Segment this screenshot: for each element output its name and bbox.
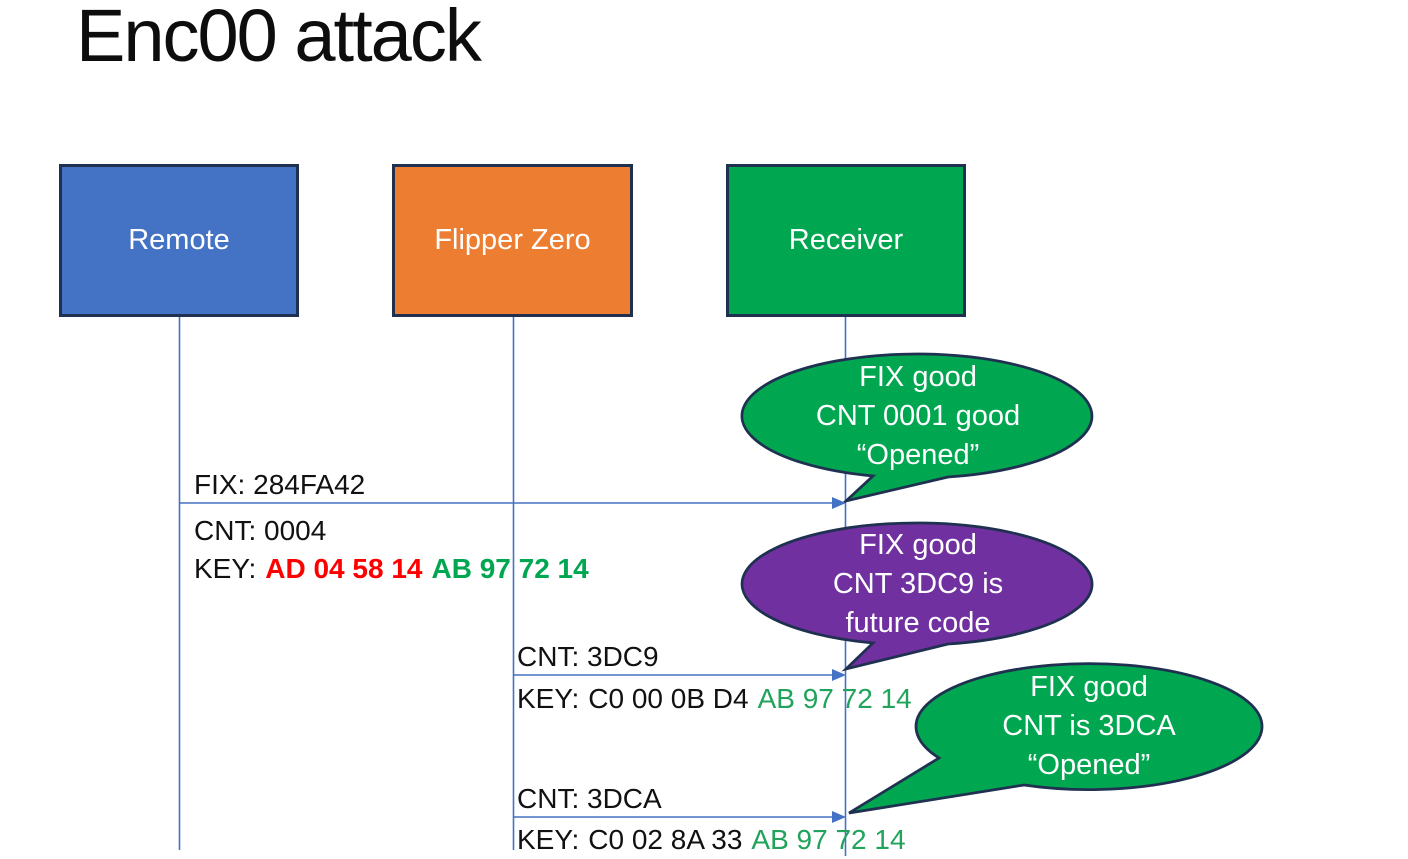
message3-cnt-text: CNT: 3DCA [517,783,662,815]
slide-title: Enc00 attack [76,0,482,77]
bubble3-line2: CNT is 3DCA [1002,710,1176,742]
cnt-value: CNT: 0004 [194,515,327,546]
message2-key-text: KEY: C0 00 0B D4 AB 97 72 14 [517,683,912,715]
actor-box-receiver: Receiver [726,164,966,317]
message1-cnt-text: CNT: 0004 [194,515,326,547]
cnt-value: CNT: 3DC9 [517,641,659,672]
key-changed-bytes: AD 04 58 14 [265,553,423,584]
bubble2-line1: FIX good [859,529,977,561]
message2-cnt-text: CNT: 3DC9 [517,641,659,673]
message3-arrowhead [832,811,846,823]
key-fixed-bytes: AB 97 72 14 [757,683,912,714]
bubble1-line2: CNT 0001 good [815,400,1021,432]
bubble1-line1: FIX good [859,361,977,393]
bubble3-line1: FIX good [1030,671,1148,703]
bubble2-purple-callout [740,521,1094,672]
message2-arrowhead [832,669,846,681]
actor-box-flipper-zero: Flipper Zero [392,164,633,317]
actor-label-receiver: Receiver [788,224,904,256]
key-label: KEY: [517,824,580,855]
key-changed-bytes: C0 00 0B D4 [588,683,749,714]
key-label: KEY: [517,683,580,714]
bubble2-line2: CNT 3DC9 is [832,568,1004,600]
key-changed-bytes: C0 02 8A 33 [588,824,743,855]
bubble2-line3: future code [845,607,991,639]
bubble2-text: FIX good CNT 3DC9 is future code [768,526,1068,643]
message1-fix-text: FIX: 284FA42 [194,469,365,501]
bubble3-green-callout [848,662,1264,815]
cnt-value: CNT: 3DCA [517,783,662,814]
actor-label-remote: Remote [128,224,230,256]
actor-box-remote: Remote [59,164,299,317]
bubble1-line3: “Opened” [856,439,980,471]
fix-value: FIX: 284FA42 [194,469,366,500]
actor-label-flipper-zero: Flipper Zero [434,224,591,256]
message1-arrowhead [832,497,846,509]
bubble1-text: FIX good CNT 0001 good “Opened” [768,358,1068,475]
message1-key-text: KEY: AD 04 58 14 AB 97 72 14 [194,553,589,585]
bubble3-line3: “Opened” [1027,749,1151,781]
key-fixed-bytes: AB 97 72 14 [751,824,906,855]
key-label: KEY: [194,553,257,584]
bubble1-green-callout [740,352,1094,504]
bubble3-text: FIX good CNT is 3DCA “Opened” [939,668,1239,785]
key-fixed-bytes: AB 97 72 14 [431,553,589,584]
message3-key-text: KEY: C0 02 8A 33 AB 97 72 14 [517,824,906,856]
